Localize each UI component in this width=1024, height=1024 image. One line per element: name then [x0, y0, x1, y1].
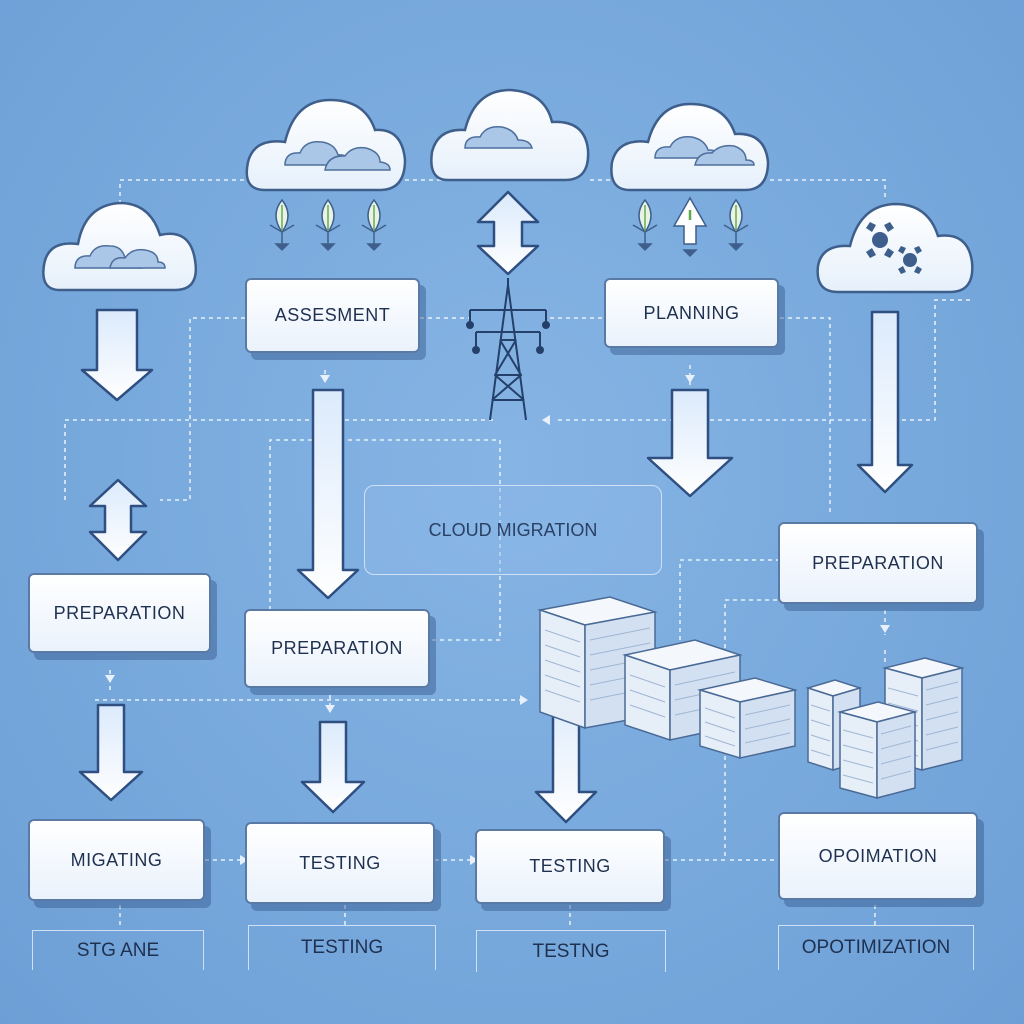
preparation-box-middle[interactable]: PREPARATION	[244, 609, 430, 688]
arrow-down-planning	[646, 388, 734, 498]
server-stack-icon	[537, 596, 658, 730]
arrow-down-right	[856, 310, 914, 494]
dashed-connectors	[64, 179, 970, 925]
arrow-down-middle-bottom	[300, 720, 366, 814]
cloud-icon	[42, 201, 198, 292]
server-stack-icon	[697, 677, 798, 760]
transmission-tower-icon	[466, 278, 550, 421]
server-stacks	[537, 596, 965, 799]
stage-label: TESTNG	[476, 930, 666, 972]
arrow-down-left-bottom	[78, 703, 144, 802]
inner-clouds	[74, 125, 755, 269]
sprout-icons	[269, 196, 749, 258]
leaf-icon	[723, 198, 749, 252]
stage-label: STG ANE	[32, 930, 204, 970]
leaf-icon	[315, 198, 341, 252]
leaf-icon	[269, 198, 295, 252]
connector-arrowheads	[105, 375, 890, 865]
arrow-down-left-top	[80, 308, 154, 402]
arrow-down-assessment	[296, 388, 360, 600]
gear-icon	[866, 222, 922, 274]
planning-box[interactable]: PLANNING	[604, 278, 779, 348]
leaf-icon	[361, 198, 387, 252]
migrating-box[interactable]: MIGATING	[28, 819, 205, 901]
flow-arrows	[78, 308, 914, 824]
double-arrows	[88, 190, 540, 562]
preparation-box-left[interactable]: PREPARATION	[28, 573, 211, 653]
leaf-icon	[632, 198, 658, 252]
server-stack-icon	[837, 701, 918, 799]
double-arrow-top	[476, 190, 540, 276]
up-arrow-icon	[672, 196, 708, 258]
testing-box-2[interactable]: TESTING	[475, 829, 665, 904]
preparation-box-right[interactable]: PREPARATION	[778, 522, 978, 604]
stage-label: TESTING	[248, 925, 436, 970]
optimization-box[interactable]: OPOIMATION	[778, 812, 978, 900]
stage-label: OPOTIMIZATION	[778, 925, 974, 970]
assessment-box[interactable]: ASSESMENT	[245, 278, 420, 353]
double-arrow-left	[88, 478, 148, 562]
cloud-migration-label: CLOUD MIGRATION	[364, 485, 662, 575]
testing-box-1[interactable]: TESTING	[245, 822, 435, 904]
cloud-icon	[816, 202, 974, 294]
